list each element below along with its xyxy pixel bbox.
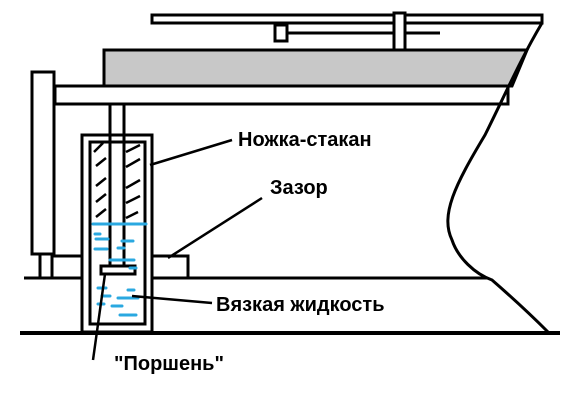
leader-gap [167, 196, 263, 260]
piston-head [99, 264, 137, 276]
support-block-right [150, 254, 190, 280]
label-viscous-fluid: Вязкая жидкость [216, 294, 385, 316]
leader-lines [91, 138, 263, 361]
label-piston: "Поршень" [114, 353, 224, 375]
ground-base [20, 331, 560, 335]
cup-leg-outer [80, 133, 154, 334]
label-cup-leg: Ножка-стакан [238, 129, 372, 151]
platform-plate [53, 84, 510, 106]
spring-hatch [93, 142, 141, 220]
support-block-left [50, 254, 84, 280]
grey-panel [102, 48, 530, 88]
cup-leg-inner [88, 140, 147, 326]
leader-cup-leg [149, 138, 233, 167]
viscous-fluid [91, 222, 148, 317]
leader-piston [91, 273, 107, 361]
piston-rod [108, 104, 126, 266]
label-gap: Зазор [270, 177, 328, 199]
hull-curve [446, 22, 550, 334]
left-column [30, 70, 56, 256]
leader-fluid [131, 294, 213, 305]
